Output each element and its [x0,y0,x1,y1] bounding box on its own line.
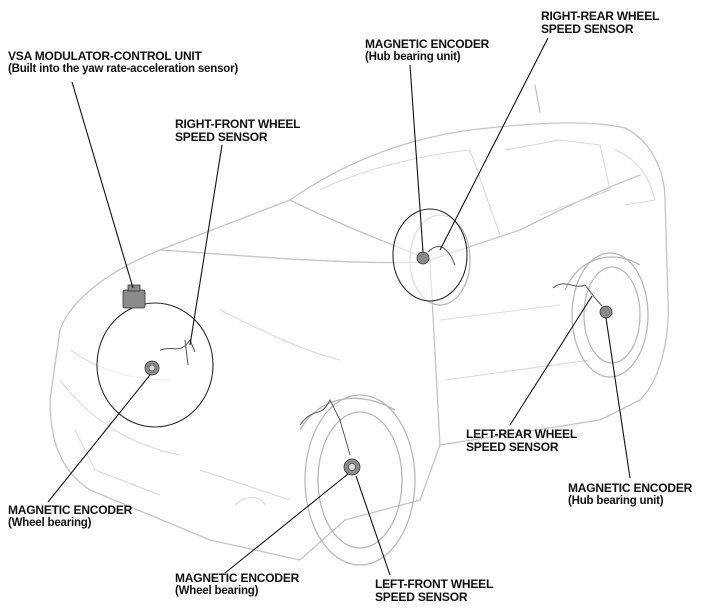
right-front-sensor-wire [159,338,196,366]
label-rf-encoder-line1: MAGNETIC ENCODER [8,503,133,517]
label-rf-sensor-line2: SPEED SENSOR [175,130,268,144]
left-rear-wheel [571,252,649,378]
wheels [299,214,649,566]
label-lf-encoder: MAGNETIC ENCODER (Wheel bearing) [175,572,299,598]
left-front-wheel [304,394,416,566]
right-rear-callout-circle [392,208,468,302]
leader-vsa [71,81,134,289]
label-lr-encoder-line1: MAGNETIC ENCODER [568,481,693,495]
left-front-encoder [343,458,361,476]
label-lr-encoder: MAGNETIC ENCODER (Hub bearing unit) [568,482,692,508]
label-rf-sensor: RIGHT-FRONT WHEEL SPEED SENSOR [175,118,300,144]
label-lf-sensor-line1: LEFT-FRONT WHEEL [375,577,494,591]
left-rear-sensor-wire [552,283,603,307]
vsa-modulator-unit [122,284,146,309]
label-rf-encoder-line2: (Wheel bearing) [8,517,92,529]
right-front-encoder [144,360,160,376]
label-vsa-line1: VSA MODULATOR-CONTROL UNIT [8,49,202,63]
label-lr-sensor-line1: LEFT-REAR WHEEL [466,427,577,441]
leader-rr-sensor [439,37,549,251]
label-lf-encoder-line1: MAGNETIC ENCODER [175,571,300,585]
leader-lines [47,37,631,576]
left-rear-encoder [599,305,613,319]
leader-rf-encoder [47,374,151,503]
label-vsa-line2: (Built into the yaw rate-acceleration se… [8,63,239,75]
label-rf-encoder: MAGNETIC ENCODER (Wheel bearing) [8,504,132,530]
label-lf-sensor: LEFT-FRONT WHEEL SPEED SENSOR [375,578,493,604]
label-lr-encoder-line2: (Hub bearing unit) [568,495,664,507]
leader-lf-encoder [224,473,349,574]
label-rear-encoder-top: MAGNETIC ENCODER (Hub bearing unit) [365,38,489,64]
leader-rear-encoder-top [409,64,424,253]
label-lf-sensor-line2: SPEED SENSOR [375,590,468,604]
leader-lr-encoder [605,317,631,479]
label-vsa-modulator: VSA MODULATOR-CONTROL UNIT (Built into t… [8,50,238,76]
car-body [49,84,669,561]
leader-lf-sensor [355,475,391,576]
leader-lr-sensor [509,295,593,426]
label-lf-encoder-line2: (Wheel bearing) [175,585,259,597]
label-rr-sensor-line1: RIGHT-REAR WHEEL [541,9,660,23]
label-lr-sensor: LEFT-REAR WHEEL SPEED SENSOR [466,428,577,454]
left-front-sensor-wire [299,398,351,456]
label-rr-sensor: RIGHT-REAR WHEEL SPEED SENSOR [541,10,659,36]
label-rr-sensor-line2: SPEED SENSOR [541,22,634,36]
label-rear-encoder-top-line2: (Hub bearing unit) [365,51,461,63]
label-rear-encoder-top-line1: MAGNETIC ENCODER [365,37,490,51]
label-rf-sensor-line1: RIGHT-FRONT WHEEL [175,117,301,131]
leader-rf-sensor [189,144,223,346]
label-lr-sensor-line2: SPEED SENSOR [466,440,559,454]
